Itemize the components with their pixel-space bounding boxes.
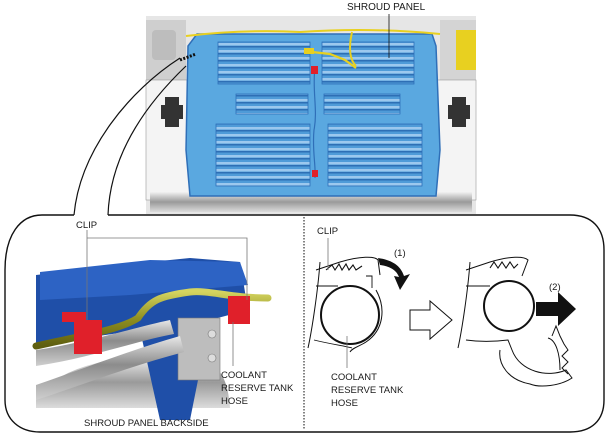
top-clip-marker	[311, 66, 318, 74]
clip-open-teeth	[489, 261, 519, 269]
right-mount	[448, 97, 470, 127]
bracket-block	[177, 317, 221, 381]
backside-panel-top	[40, 260, 248, 300]
louver-middle-left	[235, 93, 309, 115]
pipe-upper	[36, 320, 174, 366]
hose-label-left-1: COOLANT	[221, 370, 267, 381]
clip-open-drawing	[457, 256, 573, 387]
clip-open-teeth-end	[547, 324, 569, 375]
louver-lower-right	[327, 123, 423, 187]
clip-closed-drawing	[307, 256, 383, 353]
louver-lower-left	[215, 123, 311, 187]
callout-connector-left	[73, 57, 181, 216]
next-step-arrow-icon	[409, 299, 453, 341]
clip-closed-base	[313, 339, 353, 349]
hose-label-left-3: HOSE	[221, 396, 248, 407]
clip-open-strap	[465, 339, 573, 387]
left-reservoir	[152, 30, 176, 60]
clip-open-body	[457, 256, 529, 349]
harness-connector	[304, 48, 314, 54]
hose-route	[312, 67, 317, 179]
clip-left	[74, 320, 102, 354]
clip-right	[228, 296, 250, 324]
pipe-lower	[36, 336, 184, 400]
louver-upper-right	[321, 41, 415, 85]
bumper-beam	[150, 192, 472, 212]
detail-frame	[4, 214, 605, 433]
right-connector	[456, 30, 476, 70]
hose-section-open	[483, 280, 535, 332]
bolt-upper	[207, 329, 217, 339]
shroud-panel-label: SHROUD PANEL	[347, 2, 426, 13]
backside-illustration	[32, 258, 272, 420]
hose-label-right-1: COOLANT	[331, 372, 377, 383]
clip-left-top	[62, 312, 86, 322]
clip-label-right: CLIP	[317, 226, 338, 237]
clip-leader-right	[87, 237, 248, 300]
callout-connector-right	[107, 65, 187, 216]
hose-section-closed	[320, 285, 380, 345]
backside-caption: SHROUD PANEL BACKSIDE	[84, 418, 209, 429]
rotate-arrow-icon	[378, 258, 410, 290]
pull-arrow-icon	[536, 292, 576, 326]
hose-label-right-2: RESERVE TANK	[331, 385, 404, 396]
clip-closed-latch	[366, 275, 373, 288]
top-view-illustration	[145, 16, 477, 214]
harness-center	[311, 50, 357, 69]
hose-label-left-2: RESERVE TANK	[221, 383, 294, 394]
harness-right-drop	[348, 31, 357, 67]
step-2-label: (2)	[549, 282, 561, 293]
louver-middle-right	[323, 93, 401, 115]
step-1-label: (1)	[394, 248, 406, 259]
louver-upper-left	[217, 41, 311, 85]
bolt-lower	[207, 353, 217, 363]
harness-top	[185, 29, 441, 37]
clip-closed-body	[307, 256, 381, 349]
clip-label-left: CLIP	[76, 220, 97, 231]
hose-label-right-3: HOSE	[331, 398, 358, 409]
clip-location-marker	[179, 52, 197, 62]
clip-closed-strap	[349, 289, 383, 353]
left-mount	[161, 97, 183, 127]
bottom-clip-marker	[312, 170, 318, 177]
clip-closed-teeth	[325, 262, 363, 272]
